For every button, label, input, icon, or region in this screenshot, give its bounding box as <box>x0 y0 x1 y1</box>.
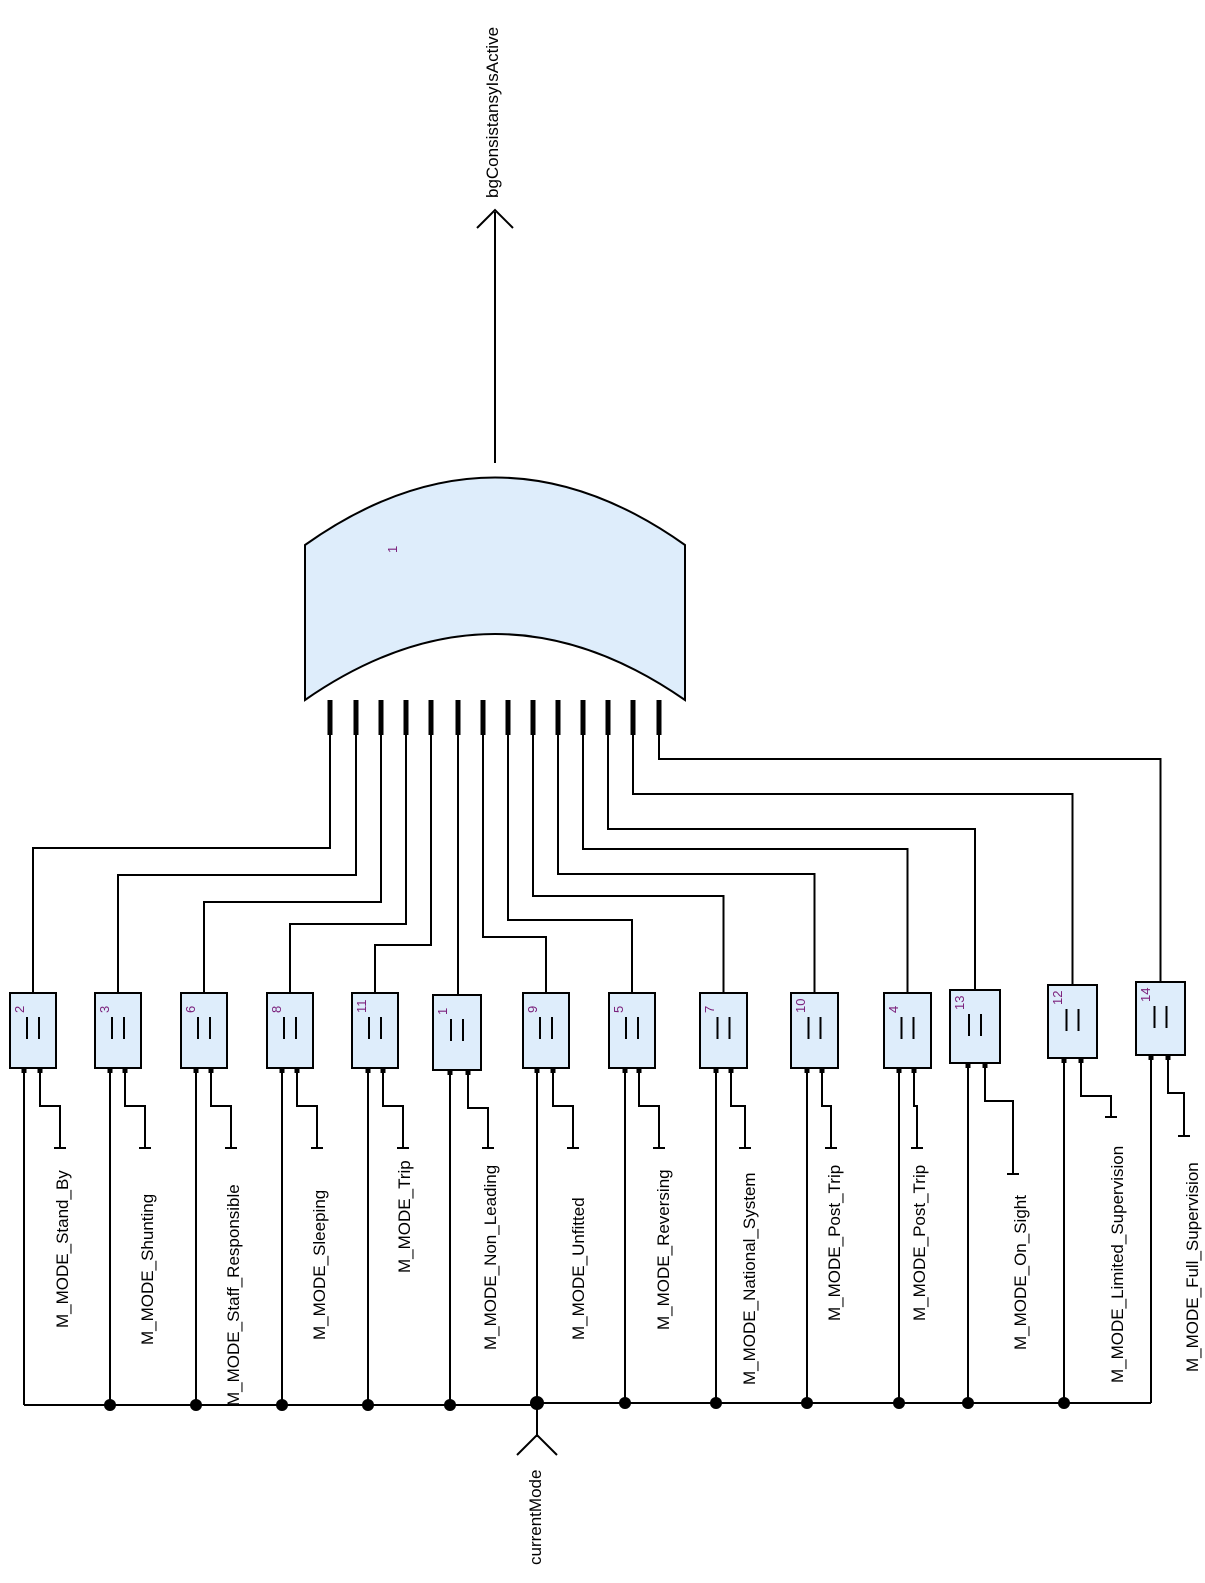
block-number: 3 <box>97 1006 112 1013</box>
junction-dot <box>276 1399 288 1411</box>
mode-constant-label: M_MODE_Non_Leading <box>481 1165 500 1350</box>
junction-dot <box>801 1397 813 1409</box>
compare-block: 9 <box>522 992 570 1073</box>
junction-dot <box>1058 1397 1070 1409</box>
output-port: bgConsistansyIsActive <box>476 27 514 463</box>
junction-dot <box>362 1399 374 1411</box>
junction-dot <box>710 1397 722 1409</box>
compare-block: 5 <box>608 992 656 1073</box>
junction-dots <box>104 1396 1070 1411</box>
compare-block: 4 <box>883 992 932 1073</box>
compare-block: 7 <box>699 992 748 1073</box>
junction-dot <box>104 1399 116 1411</box>
compare-block: 6 <box>180 992 228 1073</box>
compare-block: 1 <box>432 994 482 1075</box>
block-number: 4 <box>886 1006 901 1013</box>
mode-constant-label: M_MODE_Sleeping <box>310 1190 329 1340</box>
block-number: 12 <box>1050 991 1065 1005</box>
compare-block: 10 <box>790 992 839 1073</box>
compare-block: 11 <box>351 992 399 1073</box>
block-number: 14 <box>1138 988 1153 1002</box>
input-signal-label: currentMode <box>526 1470 545 1565</box>
constant-labels: M_MODE_Stand_By M_MODE_Shunting M_MODE_Sta… <box>53 1146 1202 1406</box>
junction-dot <box>444 1399 456 1411</box>
mode-constant-label: M_MODE_Full_Supervision <box>1183 1162 1202 1372</box>
mode-constant-label: M_MODE_National_System <box>740 1172 759 1385</box>
block-number: 11 <box>354 1000 369 1014</box>
block-number: 1 <box>435 1008 450 1015</box>
block-number: 2 <box>12 1006 27 1013</box>
block-number: 9 <box>525 1006 540 1013</box>
output-signal-label: bgConsistansyIsActive <box>483 27 502 198</box>
junction-dot <box>619 1397 631 1409</box>
mode-constant-label: M_MODE_Shunting <box>138 1194 157 1345</box>
compare-block: 2 <box>9 992 57 1073</box>
block-number: 6 <box>183 1006 198 1013</box>
or-gate: 1 <box>304 476 686 702</box>
mode-constant-label: M_MODE_Reversing <box>654 1169 673 1330</box>
junction-dot <box>530 1396 544 1410</box>
block-number: 10 <box>793 999 808 1013</box>
compare-block: 8 <box>266 992 314 1073</box>
junction-dot <box>190 1399 202 1411</box>
mode-constant-label: M_MODE_Staff_Responsible <box>224 1184 243 1406</box>
or-gate-number: 1 <box>385 546 400 553</box>
mode-constant-label: M_MODE_Stand_By <box>53 1170 72 1328</box>
mode-constant-label: M_MODE_Limited_Supervision <box>1108 1146 1127 1383</box>
compare-block: 13 <box>949 989 1001 1068</box>
junction-dot <box>893 1397 905 1409</box>
mode-constant-label: M_MODE_Post_Trip <box>825 1165 844 1321</box>
block-number: 13 <box>952 996 967 1010</box>
mode-constant-label: M_MODE_Unfitted <box>569 1197 588 1340</box>
compare-block: 12 <box>1047 984 1098 1063</box>
input-port: currentMode <box>516 1405 558 1565</box>
junction-dot <box>962 1397 974 1409</box>
block-number: 8 <box>269 1006 284 1013</box>
wires <box>23 700 1190 1406</box>
block-number: 5 <box>611 1006 626 1013</box>
block-number: 7 <box>702 1006 717 1013</box>
compare-block: 14 <box>1135 981 1186 1060</box>
mode-constant-label: M_MODE_Post_Trip <box>910 1165 929 1321</box>
mode-constant-label: M_MODE_On_Sight <box>1011 1195 1030 1350</box>
compare-block: 3 <box>94 992 142 1073</box>
mode-constant-label: M_MODE_Trip <box>395 1160 414 1273</box>
